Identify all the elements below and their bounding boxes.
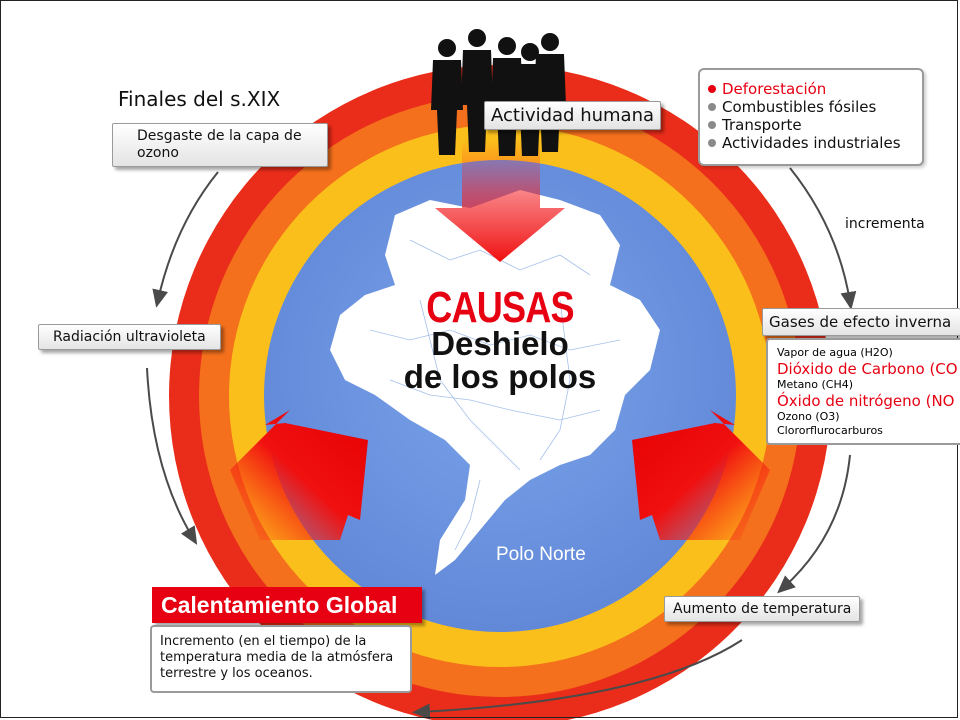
greenhouse-gases-list: Vapor de agua (H2O)Dióxido de Carbono (C… bbox=[766, 338, 960, 445]
north-pole-label: Polo Norte bbox=[496, 544, 586, 565]
people-silhouette-icon bbox=[431, 29, 566, 156]
left-pressure-arrow bbox=[230, 410, 368, 540]
greenhouse-gas-item: Metano (CH4) bbox=[777, 378, 854, 391]
bullet-icon bbox=[708, 139, 716, 147]
human-activity-item-text: Deforestación bbox=[722, 80, 827, 98]
temperature-rise-label: Aumento de temperatura bbox=[664, 596, 861, 622]
human-activity-item: Combustibles fósiles bbox=[708, 98, 914, 116]
human-activity-item: Actividades industriales bbox=[708, 134, 914, 152]
human-activity-arrow bbox=[435, 140, 565, 262]
cycle-arrow-human bbox=[789, 167, 857, 310]
bullet-icon bbox=[708, 121, 716, 129]
right-pressure-arrow bbox=[632, 410, 770, 540]
north-pole-ice bbox=[330, 190, 660, 575]
greenhouse-gases-title: Gases de efecto inverna bbox=[762, 308, 960, 336]
ice-crack-lines bbox=[369, 239, 621, 551]
pole-melting-title: Deshielo de los polos bbox=[370, 327, 630, 393]
global-warming-description: Incremento (en el tiempo) de la temperat… bbox=[150, 625, 412, 693]
cycle-arrow-ozone bbox=[152, 171, 219, 308]
human-activity-item: Transporte bbox=[708, 116, 914, 134]
cycle-arrow-uv bbox=[146, 367, 198, 545]
human-activity-item-text: Combustibles fósiles bbox=[722, 98, 877, 116]
greenhouse-gas-item: Clororflurocarburos bbox=[777, 424, 883, 437]
human-activity-item: Deforestación bbox=[708, 80, 914, 98]
pole-melting-line1: Deshielo bbox=[431, 325, 569, 362]
greenhouse-gas-item: Óxido de nitrógeno (NO bbox=[777, 392, 955, 410]
human-activity-item-text: Transporte bbox=[722, 116, 802, 134]
ozone-depletion-label: Desgaste de la capa de ozono bbox=[112, 123, 328, 167]
human-activity-label: Actividad humana bbox=[484, 101, 662, 130]
incrementa-label: incrementa bbox=[845, 216, 925, 232]
bullet-icon bbox=[708, 85, 716, 93]
era-label: Finales del s.XIX bbox=[118, 87, 281, 111]
human-activity-item-text: Actividades industriales bbox=[722, 134, 901, 152]
cycle-arrow-gases bbox=[777, 454, 851, 594]
global-warming-title: Calentamiento Global bbox=[152, 587, 422, 623]
causes-title: CAUSAS bbox=[426, 283, 574, 332]
greenhouse-gas-item: Dióxido de Carbono (CO bbox=[777, 360, 958, 378]
uv-radiation-label: Radiación ultravioleta bbox=[38, 324, 221, 350]
cycle-arrow-temp bbox=[412, 639, 743, 720]
greenhouse-gas-item: Ozono (O3) bbox=[777, 410, 840, 423]
greenhouse-gas-item: Vapor de agua (H2O) bbox=[777, 346, 893, 359]
bullet-icon bbox=[708, 103, 716, 111]
pole-melting-line2: de los polos bbox=[403, 358, 597, 395]
